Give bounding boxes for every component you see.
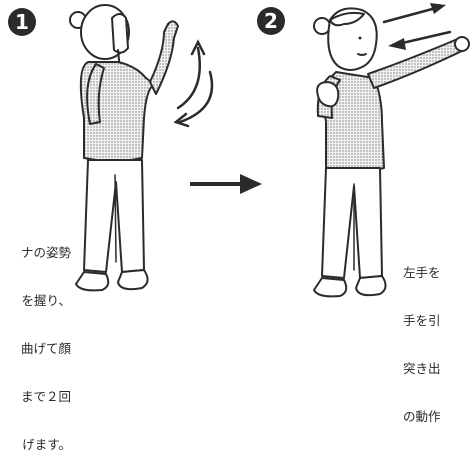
step2-caption-line: 左手を: [403, 265, 470, 281]
double-arrows-icon: [384, 3, 450, 50]
step1-caption-line: まで２回: [0, 389, 71, 405]
figure1-right-shoe: [118, 270, 148, 289]
right-arrow-icon: [190, 174, 262, 194]
figure-step1: [70, 5, 178, 290]
step-number-1: 1: [8, 8, 36, 36]
figure1-left-shoe: [76, 272, 108, 290]
figure2-extended-fist: [455, 37, 469, 51]
figure2-extended-arm: [368, 38, 464, 88]
step1-caption-line: 曲げて顔: [0, 341, 71, 357]
step1-caption: ナの姿勢 を握り、 曲げて顔 まで２回 げます。: [0, 213, 71, 469]
step2-caption-line: 突き出: [403, 361, 470, 377]
figure2-left-shoe: [314, 278, 346, 296]
figure2-pants: [322, 168, 382, 278]
step2-caption: 左手を 手を引 突き出 の動作: [403, 233, 470, 441]
figure1-left-fist: [112, 14, 128, 53]
step2-caption-line: 手を引: [403, 313, 470, 329]
step-number-2: 2: [257, 7, 285, 35]
step2-caption-line: の動作: [403, 409, 470, 425]
figure1-right-arm: [150, 21, 178, 94]
figure1-pants: [84, 160, 144, 272]
step1-caption-line: げます。: [0, 437, 71, 453]
figure2-pulled-fist: [317, 82, 338, 106]
figure2-right-shoe: [356, 276, 386, 295]
step1-caption-line: ナの姿勢: [0, 245, 71, 261]
step1-caption-line: を握り、: [0, 293, 71, 309]
curved-arrows-icon: [176, 42, 212, 126]
